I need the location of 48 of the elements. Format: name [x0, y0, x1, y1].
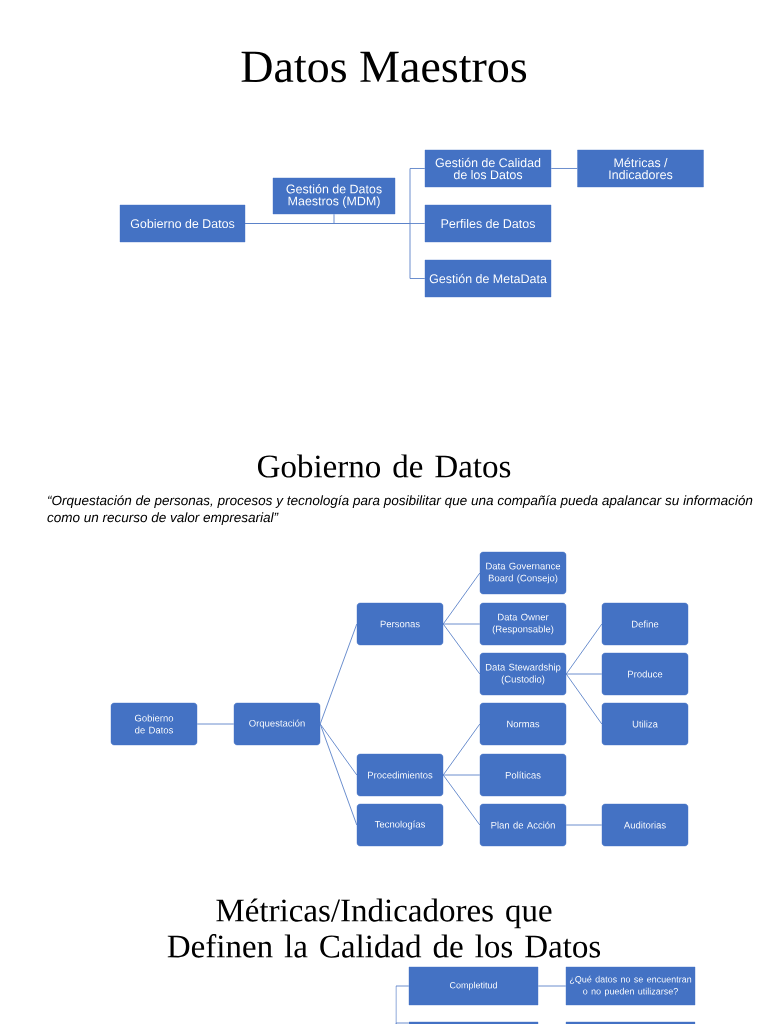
- connector-line: [537, 985, 567, 987]
- process-box: Plan de Acción: [479, 803, 567, 847]
- process-box: Gestión de Datos Maestros (MDM): [272, 177, 396, 215]
- connector-line: [395, 985, 410, 1024]
- quote-text: “Orquestación de personas, procesos y tecnología para posibilitar que una compañía pueda apalancar su información como un recurso de valor empresarial”: [47, 495, 753, 525]
- process-box: Políticas: [479, 753, 567, 797]
- connector-line: [442, 572, 481, 625]
- process-box: Data Stewardship (Custodio): [479, 652, 567, 696]
- process-box: Produce: [601, 652, 689, 696]
- process-box: Gestión de MetaData: [424, 259, 552, 298]
- connector-line: [550, 168, 578, 169]
- connector-line: [442, 623, 481, 625]
- connector-line: [565, 673, 603, 675]
- connector-line: [565, 673, 603, 725]
- connector-line: [565, 623, 603, 675]
- process-box: Completitud: [408, 966, 539, 1006]
- connector-line: [565, 824, 603, 826]
- process-box: Personas: [356, 602, 444, 646]
- connector-line: [196, 723, 235, 725]
- process-box: Data Owner (Responsable): [479, 602, 567, 646]
- connector-line: [395, 1022, 410, 1024]
- connector-line: [442, 623, 481, 675]
- process-box: Auditorias: [601, 803, 689, 847]
- connector-line: [442, 774, 481, 776]
- heading: Gobierno de Datos: [257, 454, 511, 478]
- process-box: Métricas / Indicadores: [577, 149, 704, 188]
- process-box: Define: [601, 602, 689, 646]
- title: Datos Maestros: [241, 51, 527, 83]
- process-box: Perfiles de Datos: [424, 204, 552, 243]
- process-box: Gobierno de Datos: [119, 204, 246, 243]
- process-box: Procedimientos: [356, 753, 444, 797]
- connector-line: [442, 723, 481, 776]
- process-box: Utiliza: [601, 702, 689, 746]
- connector-line: [442, 774, 481, 826]
- connector-line: [244, 223, 426, 279]
- connector-line: [319, 723, 358, 776]
- process-box: Gobierno de Datos: [110, 702, 198, 746]
- connector-line: [319, 723, 358, 826]
- process-box: [565, 1021, 696, 1024]
- process-box: Normas: [479, 702, 567, 746]
- process-box: ¿Qué datos no se encuentran o no pueden utilizarse?: [565, 966, 696, 1006]
- heading: Métricas/Indicadores que Definen la Calidad de los Datos: [167, 898, 601, 958]
- process-box: Gestión de Calidad de los Datos: [424, 149, 552, 188]
- process-box: Tecnologías: [356, 803, 444, 847]
- process-box: [408, 1021, 539, 1024]
- connector-line: [319, 623, 358, 725]
- process-box: Orquestación: [233, 702, 321, 746]
- process-box: Data Governance Board (Consejo): [479, 551, 567, 595]
